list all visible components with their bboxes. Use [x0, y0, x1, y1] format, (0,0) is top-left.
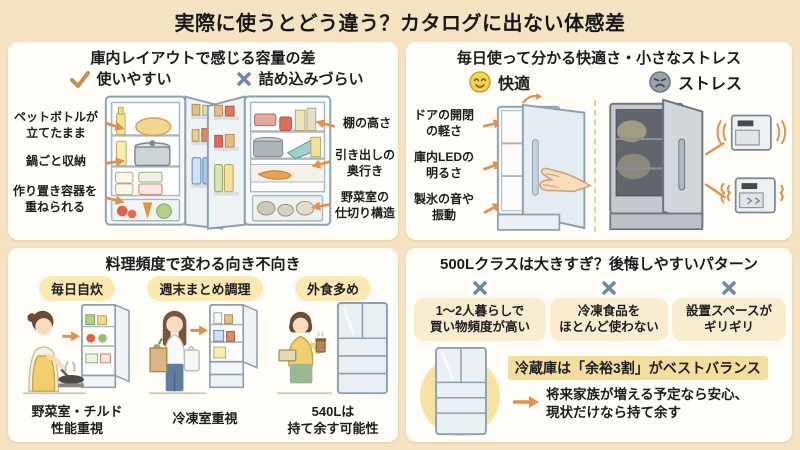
arrow-right-icon: [104, 195, 125, 205]
warning-space: 設置スペースが ギリギリ: [672, 280, 786, 341]
hand-icon: [539, 167, 592, 193]
stress-label: ストレス: [677, 76, 742, 93]
good-point-3: 作り置き容器を 重ねられる: [8, 184, 126, 215]
ice-maker-icon: [716, 114, 786, 151]
badge-weekend-batch: 週末まとめ調理: [147, 276, 263, 301]
panel-comfort: 毎日使って分かる快適さ・小さなストレス 快適 ストレス ドアの開閉 の軽さ 庫内…: [406, 42, 792, 240]
best-balance-detail: 将来家族が増える予定なら安心、 現状だけなら持て余す: [546, 387, 749, 421]
caption-eat-out: 540Lは 持て余す可能性: [287, 404, 379, 436]
panel-capacity-title: 庫内レイアウトで感じる容量の差: [90, 50, 316, 67]
warning-box: 設置スペースが ギリギリ: [672, 298, 786, 341]
takeout-box-icon: [278, 349, 297, 362]
panel-comfort-title: 毎日使って分かる快適さ・小さなストレス: [456, 50, 742, 67]
bad-point-3: 野菜室の 仕切り構造: [310, 190, 396, 221]
fridge-stress-illustration: [609, 98, 786, 231]
warning-shopping: 1〜2人暮らしで 買い物頻度が高い: [414, 280, 546, 341]
panel-size: 500Lクラスは大きすぎ？後悔しやすいパターン 1〜2人暮らしで 買い物頻度が高…: [406, 248, 792, 442]
person-icon: [27, 310, 66, 392]
ice-maker-icon: [720, 177, 786, 214]
fridge-open-good-illustration: [104, 95, 224, 230]
good-point-1: ペットボトルが 立てたまま: [10, 110, 126, 141]
panel-cooking: 料理頻度で変わる向き不向き 毎日自炊: [8, 248, 398, 442]
fridge-closed-icon: [435, 346, 487, 436]
badge-eat-out: 外食多め: [294, 276, 371, 301]
cross-icon: [237, 71, 252, 86]
person-icon: [162, 310, 187, 392]
check-icon: [70, 70, 91, 88]
fridge-hand-illustration: [496, 93, 592, 231]
panel-size-title: 500Lクラスは大きすぎ？後悔しやすいパターン: [440, 256, 758, 273]
dashed-divider: [594, 100, 596, 232]
bad-label: 詰め込みづらい: [258, 71, 364, 88]
comfort-label: 快適: [497, 76, 530, 93]
good-header: 使いやすい: [46, 68, 196, 89]
badge-daily-cooking: 毎日自炊: [38, 276, 115, 301]
fridge-small-open-icon: [81, 303, 130, 389]
panel-cooking-title: 料理頻度で変わる向き不向き: [105, 256, 301, 273]
arrow-right-icon: [513, 396, 539, 408]
comfort-header: 快適: [424, 70, 574, 94]
fridge-closed-icon: [336, 301, 388, 395]
arrow-right-icon: [104, 157, 125, 167]
good-label: 使いやすい: [96, 71, 172, 88]
cross-icon: [473, 281, 487, 295]
cross-icon: [722, 281, 736, 295]
bad-point-2: 引き出しの 奥行き: [310, 148, 396, 179]
caption-weekend-batch: 冷凍室重視: [172, 411, 238, 426]
arrow-left-icon: [311, 201, 332, 211]
cooking-column-weekend: 週末まとめ調理: [144, 276, 266, 438]
arrow-right-icon: [104, 121, 125, 131]
comfort-point-2: 庫内LEDの 明るさ: [408, 150, 504, 181]
bad-point-1: 棚の高さ: [314, 116, 396, 132]
arrow-left-icon: [315, 119, 336, 129]
fridge-small-open-icon: [209, 303, 258, 389]
warning-box: 冷凍食品を ほとんど使わない: [550, 298, 668, 341]
comfort-point-3: 製氷の音や 振動: [408, 192, 504, 223]
smile-face-icon: [469, 71, 491, 93]
person-eatout-illustration: [277, 301, 388, 395]
fridge-open-bad-illustration: [206, 95, 332, 230]
cooking-column-eatout: 外食多め: [272, 276, 394, 438]
warning-frozen: 冷凍食品を ほとんど使わない: [550, 280, 668, 341]
cooking-column-daily: 毎日自炊: [16, 276, 138, 438]
page-title: 実際に使うとどう違う？カタログに出ない体感差: [174, 13, 626, 35]
person-groceries-illustration: [149, 303, 258, 395]
shopping-bag-icon: [183, 345, 200, 372]
arrow-left-icon: [311, 159, 332, 169]
comfort-point-1: ドアの開閉 の軽さ: [408, 108, 504, 139]
bad-header: 詰め込みづらい: [220, 68, 380, 89]
panel-capacity: 庫内レイアウトで感じる容量の差 使いやすい 詰め込みづらい: [8, 42, 398, 240]
best-balance-headline: 冷蔵庫は「余裕3割」がベストバランス: [508, 356, 768, 380]
person-icon: [287, 311, 321, 384]
warning-box: 1〜2人暮らしで 買い物頻度が高い: [414, 298, 546, 341]
good-point-2: 鍋ごと収納: [10, 154, 126, 170]
coffee-cup-icon: [315, 332, 327, 353]
cross-icon: [602, 281, 616, 295]
person-cooking-illustration: [23, 303, 130, 395]
frown-face-icon: [649, 71, 671, 93]
grocery-bag-icon: [149, 337, 168, 373]
caption-daily-cooking: 野菜室・チルド 性能重視: [31, 404, 123, 436]
stress-header: ストレス: [620, 70, 770, 94]
